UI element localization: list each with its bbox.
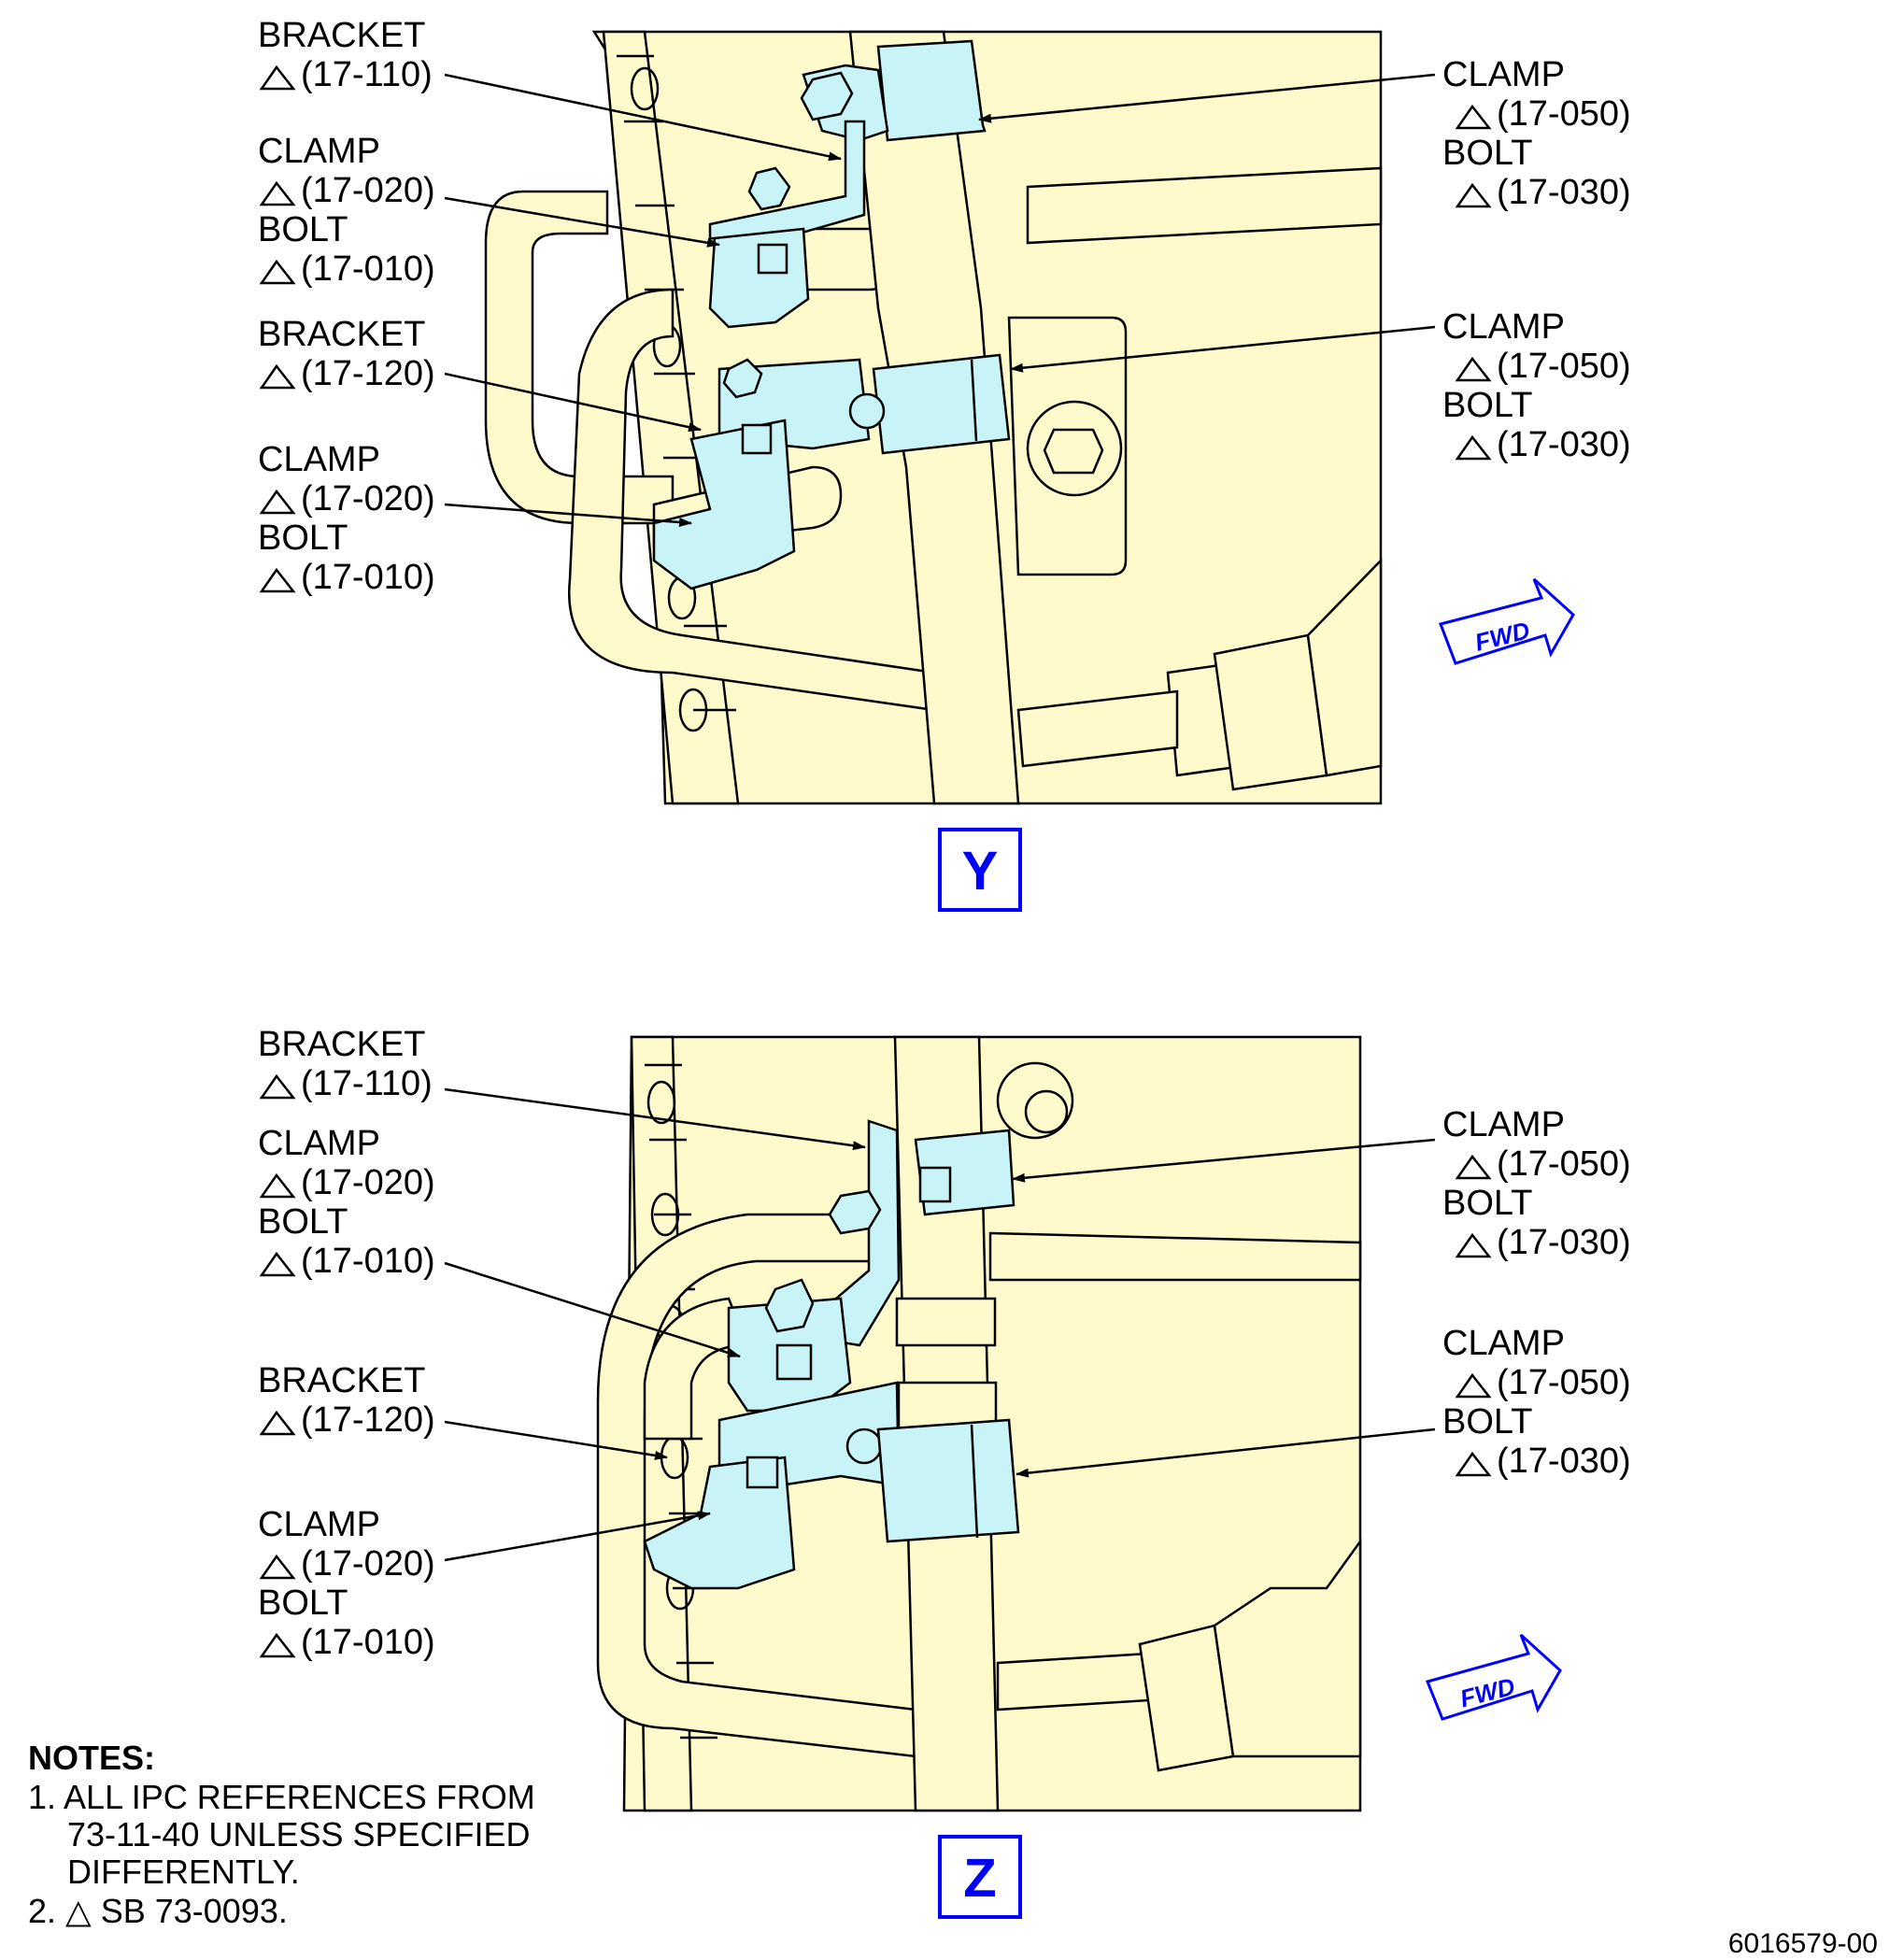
svg-text:CLAMP: CLAMP (258, 440, 380, 479)
view-y-fwd-arrow: FWD (1439, 577, 1575, 665)
note-1-line-3: DIFFERENTLY. (67, 1853, 300, 1891)
svg-text:(17-110): (17-110) (301, 1064, 433, 1103)
svg-text:(17-120): (17-120) (301, 1400, 435, 1440)
callout-clamp-bolt-17-050-upper: CLAMP (17-050) BOLT (17-030) (1442, 55, 1631, 212)
svg-text:CLAMP: CLAMP (1442, 1105, 1565, 1144)
svg-text:(17-050): (17-050) (1497, 94, 1631, 134)
view-z-letter-box: Z (938, 1835, 1022, 1919)
svg-text:(17-020): (17-020) (301, 479, 435, 518)
view-z-fwd-arrow: FWD (1425, 1633, 1562, 1721)
callout-clamp-bolt-17-020: CLAMP (17-020) BOLT (17-010) (258, 1124, 435, 1281)
view-y-leaders (444, 73, 1436, 528)
view-z-illustration (596, 1035, 1362, 1812)
svg-text:CLAMP: CLAMP (1442, 55, 1565, 94)
svg-text:BOLT: BOLT (258, 1584, 348, 1623)
svg-text:BRACKET: BRACKET (258, 1025, 425, 1064)
svg-text:(17-120): (17-120) (301, 354, 435, 393)
svg-text:BRACKET: BRACKET (258, 315, 425, 354)
note-2: 2. △ SB 73-0093. (28, 1892, 288, 1930)
notes-title: NOTES: (28, 1739, 155, 1777)
svg-text:(17-020): (17-020) (301, 1163, 435, 1202)
svg-text:BRACKET: BRACKET (258, 1361, 425, 1400)
svg-text:(17-010): (17-010) (301, 249, 435, 289)
svg-text:CLAMP: CLAMP (258, 1124, 380, 1163)
callout-bracket-17-110: BRACKET (17-110) (258, 16, 433, 94)
callout-clamp-bolt-17-050-upper: CLAMP (17-050) BOLT (17-030) (1442, 1105, 1631, 1262)
callout-bracket-17-110: BRACKET (17-110) (258, 1025, 433, 1103)
svg-text:(17-010): (17-010) (301, 1623, 435, 1662)
svg-text:(17-010): (17-010) (301, 558, 435, 597)
svg-text:CLAMP: CLAMP (1442, 307, 1565, 347)
svg-text:(17-030): (17-030) (1497, 173, 1631, 212)
view-y-callouts-left: BRACKET (17-110) CLAMP (17-020) BOLT (17… (258, 16, 435, 597)
svg-text:CLAMP: CLAMP (258, 132, 380, 171)
svg-text:BOLT: BOLT (1442, 1184, 1532, 1223)
callout-bracket-17-120: BRACKET (17-120) (258, 315, 435, 393)
svg-text:(17-010): (17-010) (301, 1242, 435, 1281)
drawing-number: 6016579-00 (1728, 1928, 1878, 1959)
svg-text:BOLT: BOLT (258, 210, 348, 249)
view-y-letter: Y (962, 841, 999, 902)
svg-text:(17-020): (17-020) (301, 1544, 435, 1584)
view-z-callouts-left: BRACKET (17-110) CLAMP (17-020) BOLT (17… (258, 1025, 435, 1662)
view-y-illustration (484, 30, 1383, 805)
svg-text:BOLT: BOLT (1442, 134, 1532, 173)
svg-text:BOLT: BOLT (258, 1202, 348, 1242)
svg-text:BOLT: BOLT (1442, 386, 1532, 425)
notes-block: NOTES: 1. ALL IPC REFERENCES FROM 73-11-… (28, 1739, 535, 1930)
svg-text:(17-030): (17-030) (1497, 1223, 1631, 1262)
svg-text:(17-030): (17-030) (1497, 425, 1631, 464)
view-z-leaders (444, 1087, 1436, 1562)
callout-clamp-bolt-17-050-lower: CLAMP (17-050) BOLT (17-030) (1442, 1324, 1631, 1481)
note-1-line-1: 1. ALL IPC REFERENCES FROM (28, 1778, 535, 1816)
svg-text:BOLT: BOLT (258, 518, 348, 558)
view-z-letter: Z (963, 1848, 996, 1909)
svg-text:(17-030): (17-030) (1497, 1442, 1631, 1481)
callout-clamp-bolt-17-020: CLAMP (17-020) BOLT (17-010) (258, 132, 435, 289)
svg-text:(17-050): (17-050) (1497, 347, 1631, 386)
callout-clamp-bolt-17-050-lower: CLAMP (17-050) BOLT (17-030) (1442, 307, 1631, 464)
svg-text:(17-020): (17-020) (301, 171, 435, 210)
callout-bracket-17-120: BRACKET (17-120) (258, 1361, 435, 1440)
callout-clamp-bolt-17-020-lower: CLAMP (17-020) BOLT (17-010) (258, 440, 435, 597)
svg-text:BRACKET: BRACKET (258, 16, 425, 55)
svg-text:BOLT: BOLT (1442, 1402, 1532, 1442)
svg-text:(17-050): (17-050) (1497, 1363, 1631, 1402)
note-1-line-2: 73-11-40 UNLESS SPECIFIED (67, 1815, 531, 1853)
view-z-callouts-right: CLAMP (17-050) BOLT (17-030) CLAMP (17-0… (1442, 1105, 1631, 1481)
svg-text:(17-110): (17-110) (301, 55, 433, 94)
view-y-callouts-right: CLAMP (17-050) BOLT (17-030) CLAMP (17-0… (1442, 55, 1631, 464)
svg-text:(17-050): (17-050) (1497, 1144, 1631, 1184)
view-y-letter-box: Y (938, 828, 1022, 912)
callout-clamp-bolt-17-020-lower: CLAMP (17-020) BOLT (17-010) (258, 1505, 435, 1662)
svg-text:CLAMP: CLAMP (258, 1505, 380, 1544)
svg-text:CLAMP: CLAMP (1442, 1324, 1565, 1363)
